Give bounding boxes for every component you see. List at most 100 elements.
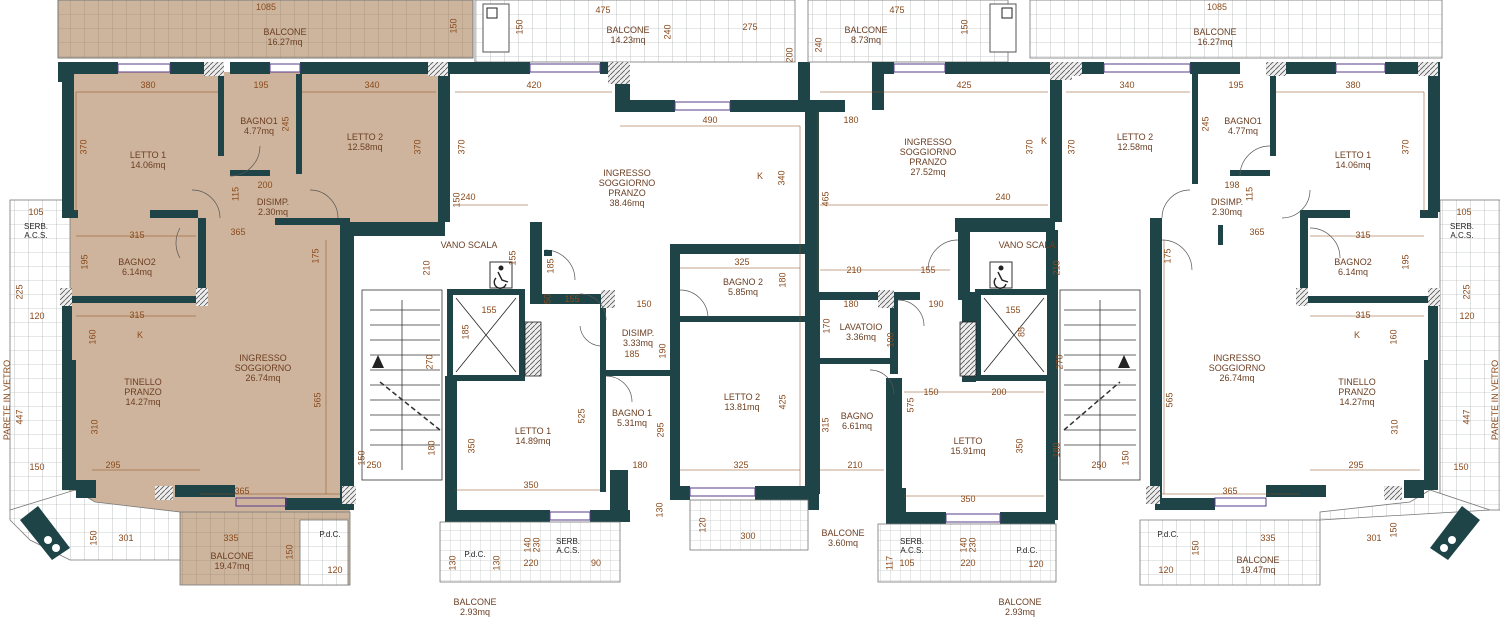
dim-225-right: 225	[1461, 284, 1472, 300]
right-unit	[1029, 0, 1500, 586]
dim-335-right: 335	[1260, 533, 1276, 543]
dim-160-right: 160	[1388, 329, 1399, 345]
dim-180-st-r: 180	[1051, 442, 1062, 458]
dim-365-left: 365	[230, 227, 246, 237]
dim-175-left: 175	[310, 248, 321, 264]
dim-top-right: 1085	[1206, 2, 1228, 12]
dim-315-cr: 315	[820, 417, 831, 433]
dim-575: 575	[905, 397, 916, 413]
dim-565-right: 565	[1164, 392, 1175, 408]
dim-365-right: 365	[1249, 227, 1265, 237]
label-disimp-right: DISIMP. 2.30mq	[1210, 197, 1244, 217]
dim-240-cl: 240	[460, 192, 476, 202]
dim-150-st-l: 150	[356, 450, 367, 466]
dim-150-left-t: 150	[29, 462, 45, 472]
label-letto1-left: LETTO 1 14.06mq	[129, 150, 167, 170]
dim-105-serb-left: 105	[28, 207, 44, 217]
dim-130-cl-a: 130	[447, 555, 458, 571]
dim-365-bottom-right: 365	[1222, 486, 1238, 496]
dim-90-serb: 90	[590, 558, 602, 568]
dim-180-top: 180	[843, 115, 859, 125]
dim-195-left: 195	[253, 80, 269, 90]
dim-120-right: 120	[1459, 311, 1475, 321]
label-serb-cr: SERB. A.C.S.	[899, 537, 925, 555]
label-letto1-cl: LETTO 1 14.89mq	[514, 426, 552, 446]
label-balcone-small-cr: BALCONE 2.93mq	[998, 597, 1042, 617]
dim-100-cr: 100	[885, 332, 896, 348]
dim-525: 525	[576, 408, 587, 424]
dim-210-right-st: 210	[1051, 260, 1062, 276]
dim-190-v-cl: 190	[657, 343, 668, 359]
dim-225-left: 225	[14, 284, 25, 300]
dim-130-cl-c: 130	[654, 502, 665, 518]
label-bagno1-cl: BAGNO 1 5.31mq	[611, 408, 653, 428]
dim-180-cr: 180	[843, 299, 859, 309]
dim-270-right: 270	[1054, 354, 1065, 370]
dim-120-pdc-cr: 120	[1028, 559, 1044, 569]
balcone-top-left	[57, 0, 474, 59]
dim-198-right: 198	[1224, 180, 1240, 190]
dim-top-left: 1085	[255, 2, 277, 12]
label-balcone-bottom-left: BALCONE 19.47mq	[210, 551, 254, 571]
dim-155-elev-l: 155	[481, 305, 497, 315]
label-serb-cl: SERB. A.C.S.	[555, 537, 581, 555]
dim-370-right-b: 370	[1400, 139, 1411, 155]
label-balcone-top-left: BALCONE 16.27mq	[263, 27, 307, 47]
dim-130-cl-b: 130	[491, 555, 502, 571]
label-tinello-right: TINELLO PRANZO 14.27mq	[1338, 377, 1376, 407]
label-letto2-left: LETTO 2 12.58mq	[346, 132, 384, 152]
dim-230-cl: 230	[531, 537, 542, 553]
dim-340-left: 340	[364, 80, 380, 90]
dim-150-right-t: 150	[1453, 462, 1469, 472]
dim-50-cl: 50	[542, 293, 553, 305]
dim-190-cr: 190	[928, 299, 944, 309]
dim-150-bal-l: 150	[88, 530, 99, 546]
k-cr: K	[1040, 136, 1048, 146]
dim-105-serb: 105	[899, 558, 915, 568]
dim-180-bagno1: 180	[632, 460, 648, 470]
label-pdc-left: P.d.C.	[319, 530, 341, 539]
dim-105-serb-right: 105	[1456, 207, 1472, 217]
dim-275: 275	[742, 22, 758, 32]
dim-180-v-cl: 180	[777, 272, 788, 288]
dim-85-elev-r: 85	[1016, 326, 1027, 338]
dim-565-left: 565	[312, 392, 323, 408]
dim-295-right: 295	[1348, 460, 1364, 470]
dim-210-left-st: 210	[421, 260, 432, 276]
dim-370-right-a: 370	[1066, 139, 1077, 155]
dim-120-left: 120	[29, 311, 45, 321]
dim-150-top-cl: 150	[451, 192, 462, 208]
dim-300: 300	[740, 531, 756, 541]
dim-465: 465	[820, 191, 831, 207]
dim-315-left-b: 315	[129, 310, 145, 320]
label-ingresso-cl: INGRESSO SOGGIORNO PRANZO 38.46mq	[598, 168, 656, 208]
dim-295-cl: 295	[655, 422, 666, 438]
dim-150-letto: 150	[923, 387, 939, 397]
dim-155-v-cl: 155	[507, 250, 518, 266]
dim-250-right: 250	[1091, 460, 1107, 470]
label-pdc-right: P.d.C.	[1157, 530, 1179, 539]
label-balcone-top-right: BALCONE 16.27mq	[1193, 27, 1237, 47]
terrace-left	[9, 199, 71, 511]
dim-350-v-cr: 350	[1014, 438, 1025, 454]
terrace-right	[1439, 199, 1500, 511]
label-tinello-left: TINELLO PRANZO 14.27mq	[124, 377, 162, 407]
label-bagno1-right: BAGNO1 4.77mq	[1224, 116, 1262, 136]
dim-380-right: 380	[1345, 80, 1361, 90]
dim-447-right: 447	[1461, 409, 1472, 425]
dim-185-cl: 185	[624, 349, 640, 359]
dim-220-cr: 220	[960, 558, 976, 568]
dim-185-v-cl: 185	[545, 258, 556, 274]
label-disimp-left: DISIMP. 2.30mq	[256, 197, 290, 217]
dim-301-right: 301	[1366, 533, 1382, 543]
center-right-unit	[807, 0, 1141, 583]
dim-420: 420	[526, 80, 542, 90]
dim-210-cr: 210	[846, 265, 862, 275]
label-bagno2-cl: BAGNO 2 5.85mq	[722, 277, 764, 297]
dim-490: 490	[702, 115, 718, 125]
dim-170-cr: 170	[821, 318, 832, 334]
label-letto2-right: LETTO 2 12.58mq	[1116, 132, 1154, 152]
dim-310-right: 310	[1389, 419, 1400, 435]
dim-150-pdc-r: 150	[1190, 540, 1201, 556]
dim-150-bal-r: 150	[1388, 522, 1399, 538]
